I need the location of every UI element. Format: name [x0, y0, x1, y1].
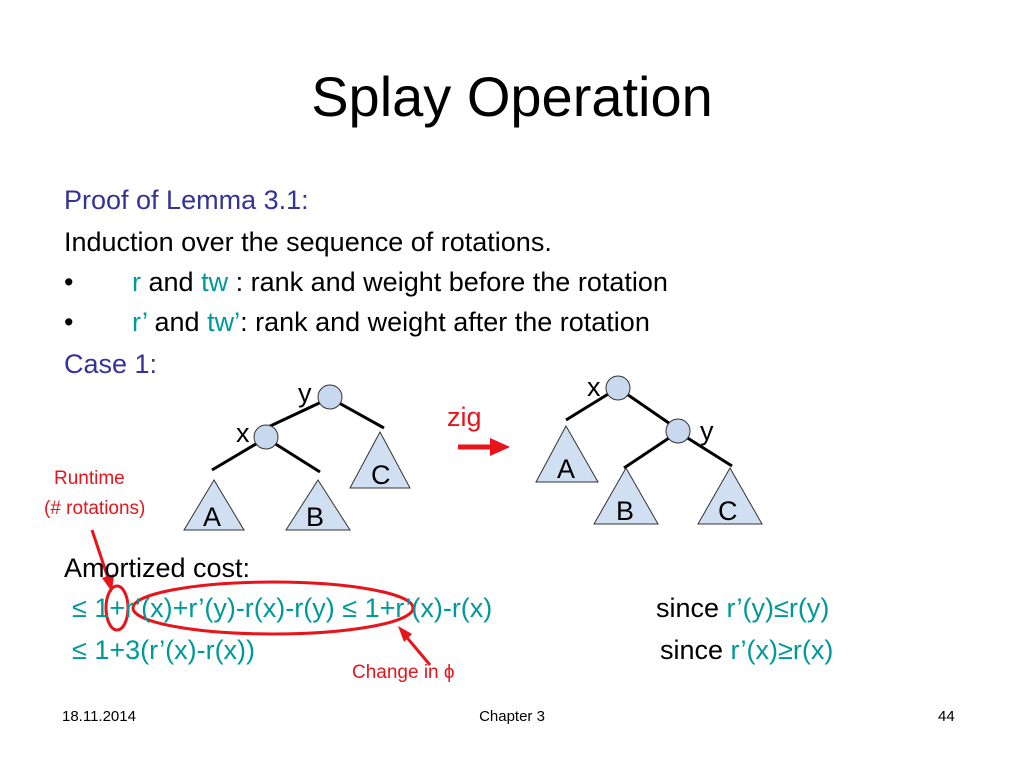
subtree-c-triangle: [349, 430, 411, 489]
cost-condition-line1: since r’(y)≤r(y): [656, 592, 829, 624]
tree-after: [535, 375, 763, 525]
subtree-a-triangle: [183, 479, 245, 531]
subtree-a-triangle: [535, 424, 599, 483]
potential-change-ellipse: [131, 580, 415, 636]
bullet-marker: •: [64, 307, 74, 337]
footer-page-number: 44: [938, 708, 955, 725]
slide-title: Splay Operation: [311, 65, 713, 128]
footer-chapter: Chapter 3: [479, 708, 545, 725]
after-subtree-c-label: C: [718, 496, 738, 526]
bullet-text: : rank and weight before the rotation: [235, 267, 668, 297]
before-subtree-b-label: B: [306, 502, 325, 532]
bullet-text: : rank and weight after the rotation: [240, 307, 650, 337]
change-pointer-head: [398, 626, 412, 642]
node-x: [605, 375, 631, 401]
weight-symbol: tw: [201, 267, 229, 297]
since-word: since: [660, 635, 724, 665]
change-in-phi-note: Change in ϕ: [352, 662, 455, 683]
rank-condition-y: r’(y)≤r(y): [726, 593, 830, 623]
before-root-label: y: [298, 378, 312, 408]
node-x: [253, 424, 279, 450]
rotations-note: (# rotations): [44, 498, 146, 519]
subtree-b-triangle: [593, 466, 659, 525]
after-subtree-a-label: A: [557, 454, 576, 484]
cost-expression-line2: ≤ 1+3(r’(x)-r(x)): [72, 635, 256, 665]
weight-prime-symbol: tw’: [207, 307, 241, 337]
bullet-marker: •: [64, 267, 74, 297]
since-word: since: [656, 593, 720, 623]
runtime-pointer-line: [90, 529, 110, 579]
after-root-label: x: [587, 372, 601, 402]
rank-prime-symbol: r’: [132, 307, 147, 337]
amortized-cost-heading: Amortized cost:: [64, 553, 251, 583]
after-subtree-b-label: B: [616, 496, 635, 526]
proof-heading: Proof of Lemma 3.1:: [64, 185, 309, 215]
node-y: [317, 384, 343, 410]
case-heading: Case 1:: [64, 349, 158, 379]
rank-symbol: r: [132, 267, 141, 297]
bullet-connector: and: [154, 307, 200, 337]
rank-condition-x: r’(x)≥r(x): [730, 635, 834, 665]
bullet-connector: and: [148, 267, 194, 297]
induction-text: Induction over the sequence of rotations…: [64, 227, 552, 257]
change-pointer-line: [402, 633, 432, 666]
before-subtree-a-label: A: [203, 502, 222, 532]
subtree-b-triangle: [285, 479, 351, 531]
after-child-label: y: [700, 416, 714, 446]
subtree-c-triangle: [697, 466, 763, 525]
footer-date: 18.11.2014: [62, 708, 136, 725]
cost-condition-line2: since r’(x)≥r(x): [660, 634, 833, 666]
before-child-label: x: [236, 418, 250, 448]
runtime-circle: [104, 584, 130, 632]
runtime-note: Runtime: [54, 468, 125, 489]
zig-arrow-head: [490, 438, 510, 456]
bullet-item-before: • r and tw : rank and weight before the r…: [64, 266, 668, 298]
before-subtree-c-label: C: [371, 460, 391, 490]
cost-expression-line1: ≤ 1+r’(x)+r’(y)-r(x)-r(y) ≤ 1+r’(x)-r(x): [72, 593, 493, 623]
tree-before: [183, 384, 411, 531]
zig-label: zig: [447, 402, 482, 432]
node-y: [665, 418, 691, 444]
bullet-item-after: • r’ and tw’: rank and weight after the r…: [64, 306, 650, 338]
